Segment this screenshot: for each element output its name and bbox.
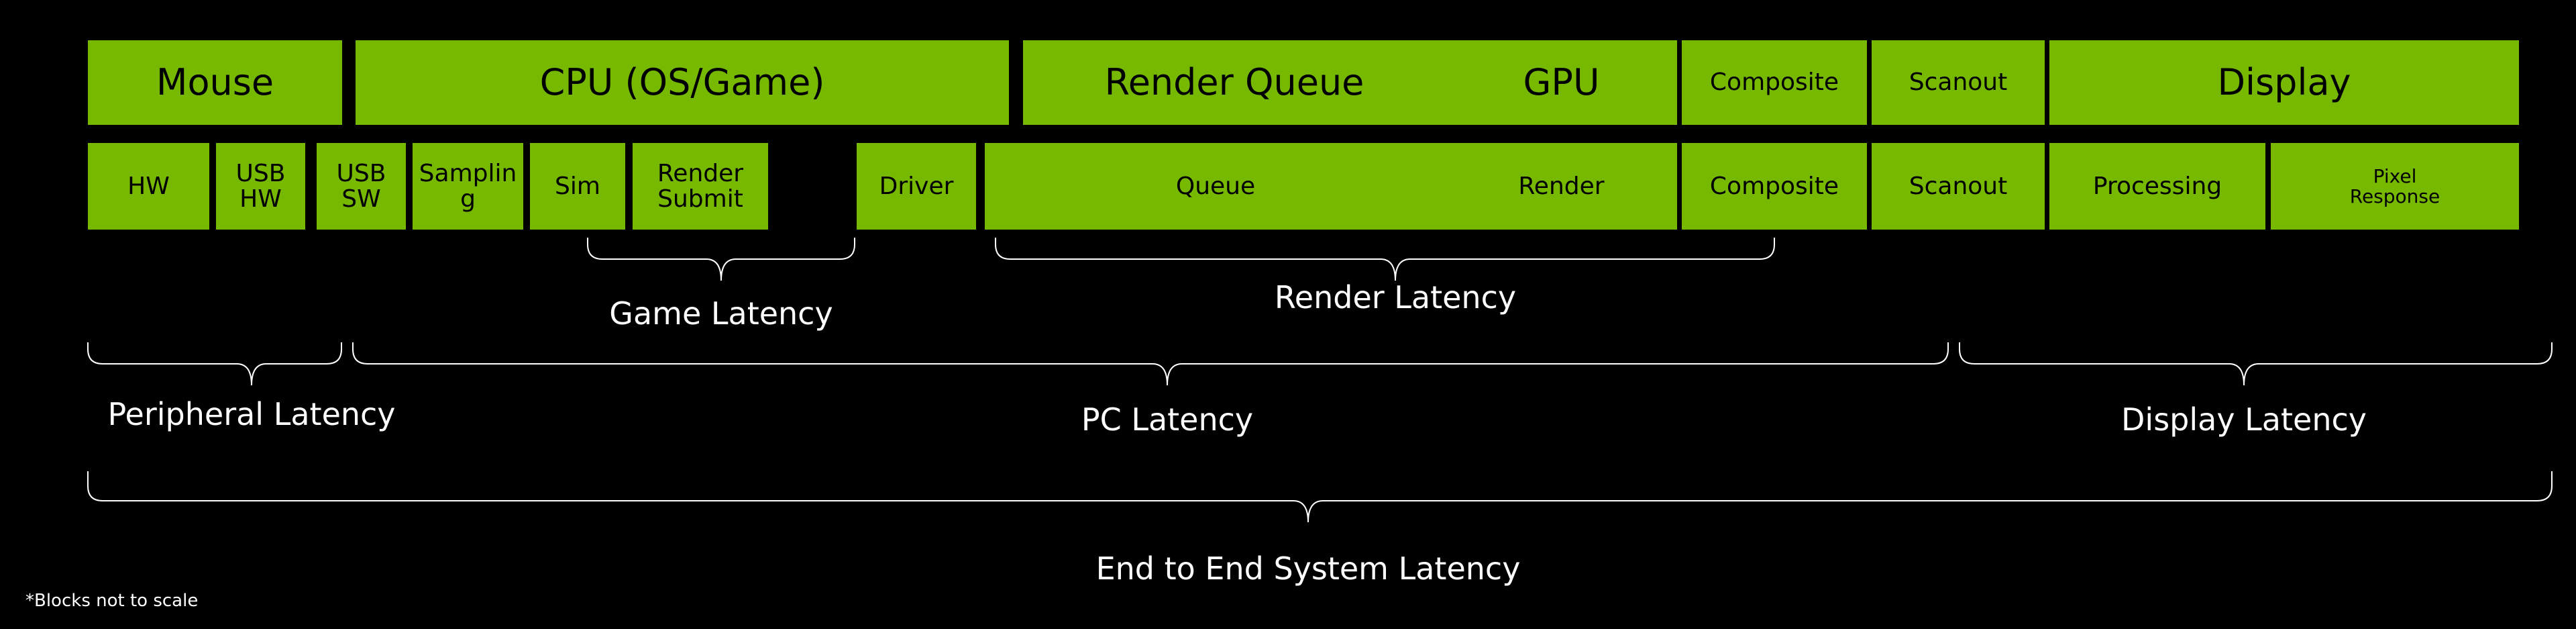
label-render-latency: Render Latency [1274,279,1517,316]
label-peripheral-latency: Peripheral Latency [107,396,396,432]
bracket-path [1960,342,2552,385]
stage-block-display: Display [2049,40,2519,125]
bracket-end-to-end-system-latency [87,470,2553,524]
bracket-peripheral-latency [87,341,342,387]
stage-block-mouse: Mouse [88,40,342,125]
stage-block-gpu: GPU [1446,40,1677,125]
bracket-game-latency [587,236,855,282]
bracket-path [88,342,341,385]
substage-block-sim: Sim [530,143,625,230]
label-display-latency: Display Latency [2121,401,2367,438]
label-pc-latency: PC Latency [1081,401,1254,438]
bracket-path [996,238,1774,281]
stage-block-composite: Composite [1682,40,1867,125]
substage-block-driver: Driver [857,143,976,230]
substage-block-composite: Composite [1682,143,1867,230]
bracket-display-latency [1959,341,2553,387]
substage-block-queue: Queue [985,143,1446,230]
bracket-path [88,471,2552,522]
footnote-blocks-not-to-scale: *Blocks not to scale [25,591,199,611]
label-end-to-end-system-latency: End to End System Latency [1095,550,1521,587]
bracket-path [588,238,855,281]
bracket-pc-latency [352,341,1949,387]
stage-block-cpu-os-game: CPU (OS/Game) [356,40,1009,125]
substage-block-hw: HW [88,143,209,230]
bracket-render-latency [995,236,1775,282]
bracket-path [353,342,1948,385]
label-game-latency: Game Latency [609,295,833,332]
substage-block-scanout: Scanout [1872,143,2045,230]
stage-block-scanout: Scanout [1872,40,2045,125]
substage-block-render: Render [1446,143,1677,230]
stage-block-render-queue: Render Queue [1023,40,1446,125]
substage-block-processing: Processing [2049,143,2265,230]
